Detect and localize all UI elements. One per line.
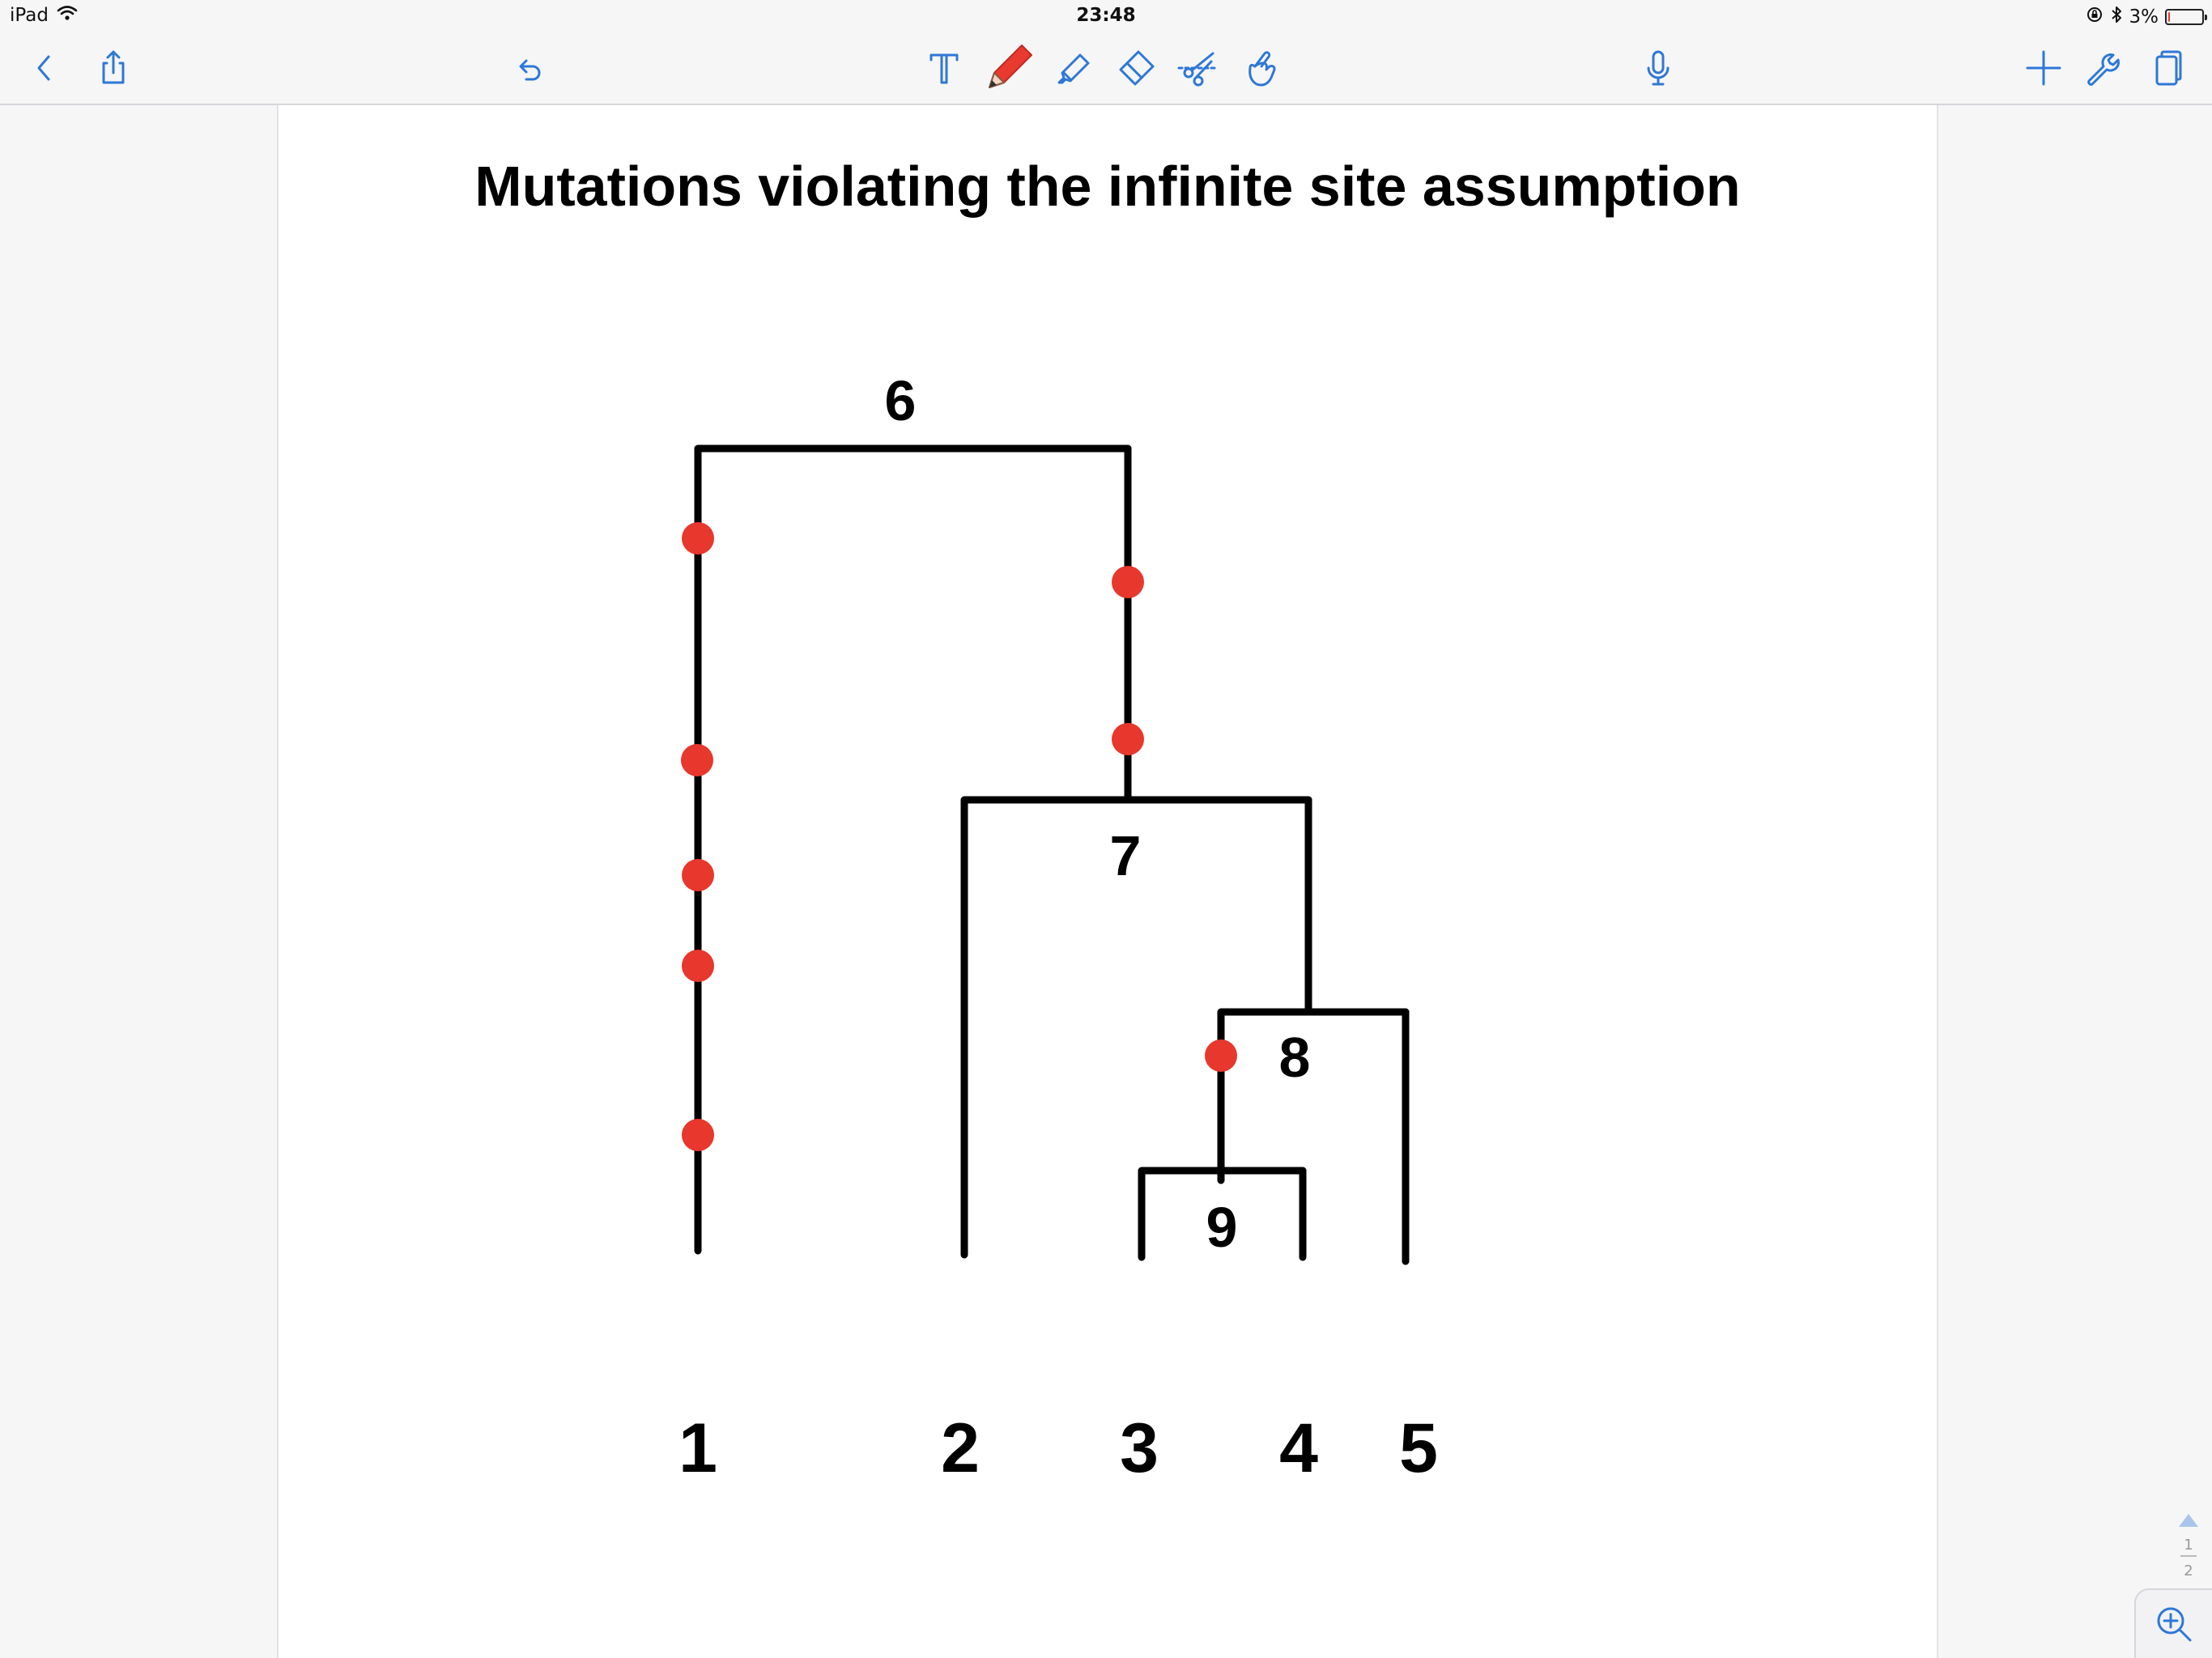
orientation-lock-icon (2086, 6, 2104, 28)
add-icon (2026, 50, 2061, 86)
leaf-label-2: 2 (941, 1409, 980, 1487)
eraser-tool-button[interactable] (1112, 44, 1161, 92)
add-button[interactable] (2019, 44, 2068, 92)
lasso-tool-button[interactable] (1174, 44, 1223, 92)
status-left: iPad (10, 5, 78, 26)
pointer-hand-icon (1249, 51, 1276, 87)
share-button[interactable] (89, 44, 138, 92)
battery-icon (2165, 9, 2207, 25)
leaf-label-5: 5 (1399, 1409, 1438, 1487)
page-total: 2 (2184, 1562, 2193, 1579)
pen-tool-icon (989, 45, 1032, 88)
branch-6-1 (694, 444, 1132, 1255)
leaf-label-1: 1 (678, 1409, 717, 1487)
eraser-tool-icon (1119, 50, 1155, 86)
branch-7-2 (960, 796, 1312, 1259)
mutation-dot (682, 522, 714, 555)
microphone-icon (1647, 50, 1670, 86)
device-name: iPad (10, 5, 49, 26)
pages-icon (2155, 50, 2182, 86)
bluetooth-icon (2110, 5, 2123, 29)
lasso-scissors-icon (1177, 52, 1219, 87)
back-button[interactable] (19, 44, 68, 92)
page-title: Mutations violating the infinite site as… (474, 155, 1741, 218)
back-icon (37, 55, 50, 81)
highlighter-tool-button[interactable] (1049, 44, 1098, 92)
microphone-button[interactable] (1634, 44, 1682, 92)
pages-button[interactable] (2144, 44, 2193, 92)
pointer-tool-button[interactable] (1236, 44, 1284, 92)
status-time: 23:48 (1076, 5, 1136, 26)
status-right: 3% (2086, 5, 2207, 29)
zoom-in-icon (2157, 1607, 2192, 1642)
text-tool-icon (929, 53, 959, 84)
wifi-icon (57, 5, 78, 26)
node-label-6: 6 (885, 369, 917, 432)
share-icon (102, 50, 125, 84)
leaf-label-4: 4 (1279, 1409, 1318, 1487)
mutation-dot (682, 859, 714, 891)
undo-icon (519, 59, 541, 81)
zoom-button[interactable] (2134, 1588, 2212, 1658)
mutation-dot (682, 1119, 714, 1151)
highlighter-tool-icon (1057, 53, 1090, 84)
page-indicator[interactable]: 1 2 (2176, 1511, 2201, 1584)
undo-button[interactable] (505, 44, 554, 92)
status-bar: iPad 23:48 (0, 0, 2212, 34)
phylogenetic-tree: 6 7 8 9 1 2 3 4 5 (678, 369, 1438, 1487)
mutation-dot (1205, 1039, 1237, 1072)
page-current: 1 (2184, 1537, 2193, 1554)
mutation-dot (1112, 723, 1144, 755)
document-page[interactable]: Mutations violating the infinite site as… (277, 105, 1938, 1658)
mutation-dot (1112, 566, 1144, 598)
toolbar (0, 34, 2212, 105)
text-tool-button[interactable] (920, 44, 968, 92)
pen-tool-button[interactable] (978, 37, 1040, 99)
branch-9-3 (1138, 1167, 1307, 1261)
mutation-dot (682, 950, 714, 982)
node-label-7: 7 (1110, 824, 1142, 887)
battery-level (2168, 12, 2170, 22)
branch-8-9 (1217, 1008, 1410, 1184)
scroll-up-icon (2179, 1514, 2198, 1527)
battery-percent: 3% (2129, 6, 2159, 28)
mutation-dot (681, 744, 713, 776)
settings-wrench-icon (2087, 53, 2120, 86)
node-label-8: 8 (1279, 1026, 1311, 1089)
settings-button[interactable] (2081, 44, 2129, 92)
node-label-9: 9 (1206, 1196, 1238, 1259)
leaf-label-3: 3 (1120, 1409, 1159, 1487)
